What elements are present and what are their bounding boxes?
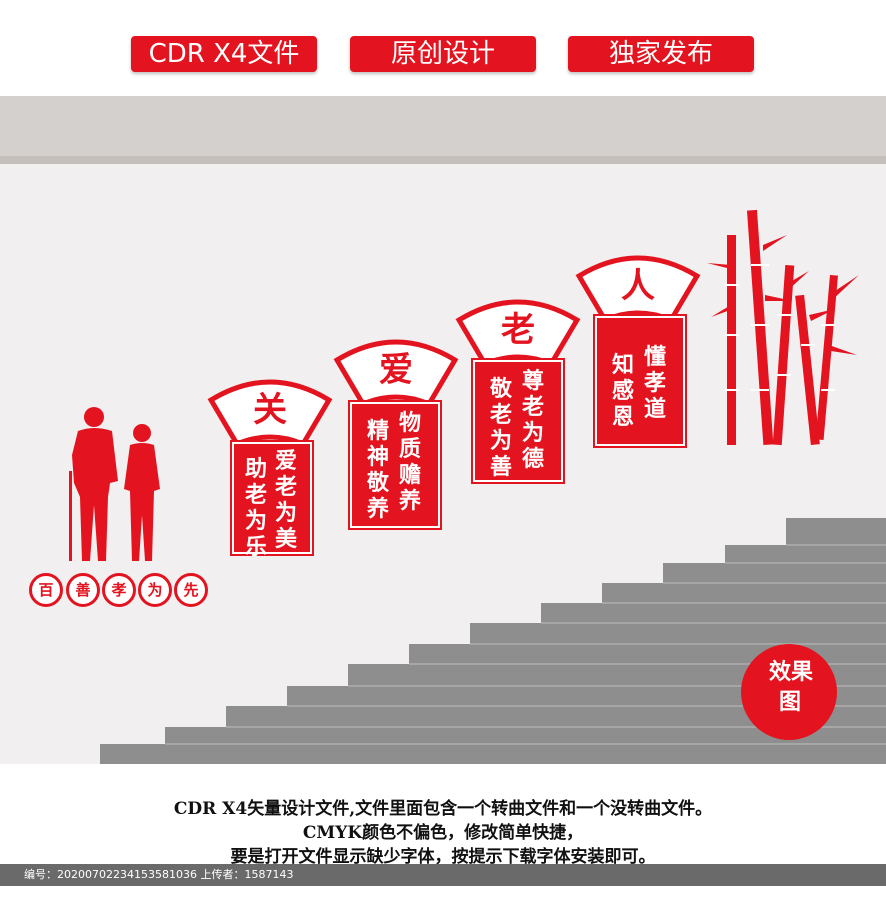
footer-line-2: CMYK颜色不偏色，修改简单快捷， (302, 823, 584, 843)
panel-line: 懂孝道 (643, 344, 666, 422)
panel-line: 物质赡养 (398, 410, 421, 514)
tag-original: 原创设计 (350, 36, 536, 72)
panel-line: 爱老为美 (274, 448, 297, 552)
panel-guan: 关 爱老为美 助老为乐 (207, 370, 333, 560)
panel-lao: 老 尊老为德 敬老为善 (455, 290, 581, 490)
panel-line: 知感恩 (611, 352, 634, 430)
fan-frame (455, 299, 581, 368)
tag-cdr: CDR X4文件 (131, 36, 317, 72)
panel-ai: 爱 物质赡养 精神敬养 (333, 330, 459, 530)
badge-char: 效 (769, 660, 792, 685)
bamboo-decoration (707, 209, 859, 446)
slogan-char: 善 (66, 573, 100, 607)
fan-frame (333, 339, 459, 408)
panel-title: 人 (621, 266, 655, 306)
ceiling-ledge (0, 156, 886, 164)
panel-board: 物质赡养 精神敬养 (350, 402, 440, 528)
fan-frame (575, 255, 701, 324)
elderly-couple-silhouette (69, 407, 160, 561)
panel-line: 尊老为德 (521, 368, 544, 472)
panel-line: 助老为乐 (244, 456, 267, 560)
panel-title: 老 (501, 310, 535, 350)
slogan-char: 先 (174, 573, 208, 607)
tag-exclusive: 独家发布 (568, 36, 754, 72)
badge-char: 果 (791, 660, 814, 685)
panel-board: 爱老为美 助老为乐 (232, 442, 312, 560)
slogan-char: 百 (29, 573, 63, 607)
panel-line: 敬老为善 (489, 376, 512, 480)
fan-frame (207, 379, 333, 448)
panel-ren: 人 懂孝道 知感恩 (575, 246, 701, 446)
ceiling-beam (0, 96, 886, 156)
panel-board: 懂孝道 知感恩 (595, 316, 685, 446)
footer-line-3: 要是打开文件显示缺少字体，按提示下载字体安装即可。 (230, 847, 656, 867)
panel-line: 精神敬养 (366, 418, 389, 522)
meta-bar: 编号：20200702234153581036 上传者：1587143 (0, 864, 886, 886)
panel-board: 尊老为德 敬老为善 (473, 360, 563, 482)
footer-line-1: CDR X4矢量设计文件,文件里面包含一个转曲文件和一个没转曲文件。 (173, 799, 713, 819)
panel-title: 爱 (379, 350, 413, 390)
badge-char: 图 (779, 690, 802, 715)
slogan-char: 孝 (102, 573, 136, 607)
panel-title: 关 (253, 390, 287, 430)
slogan-char: 为 (138, 573, 172, 607)
effect-badge: 效 果 图 (741, 644, 837, 740)
